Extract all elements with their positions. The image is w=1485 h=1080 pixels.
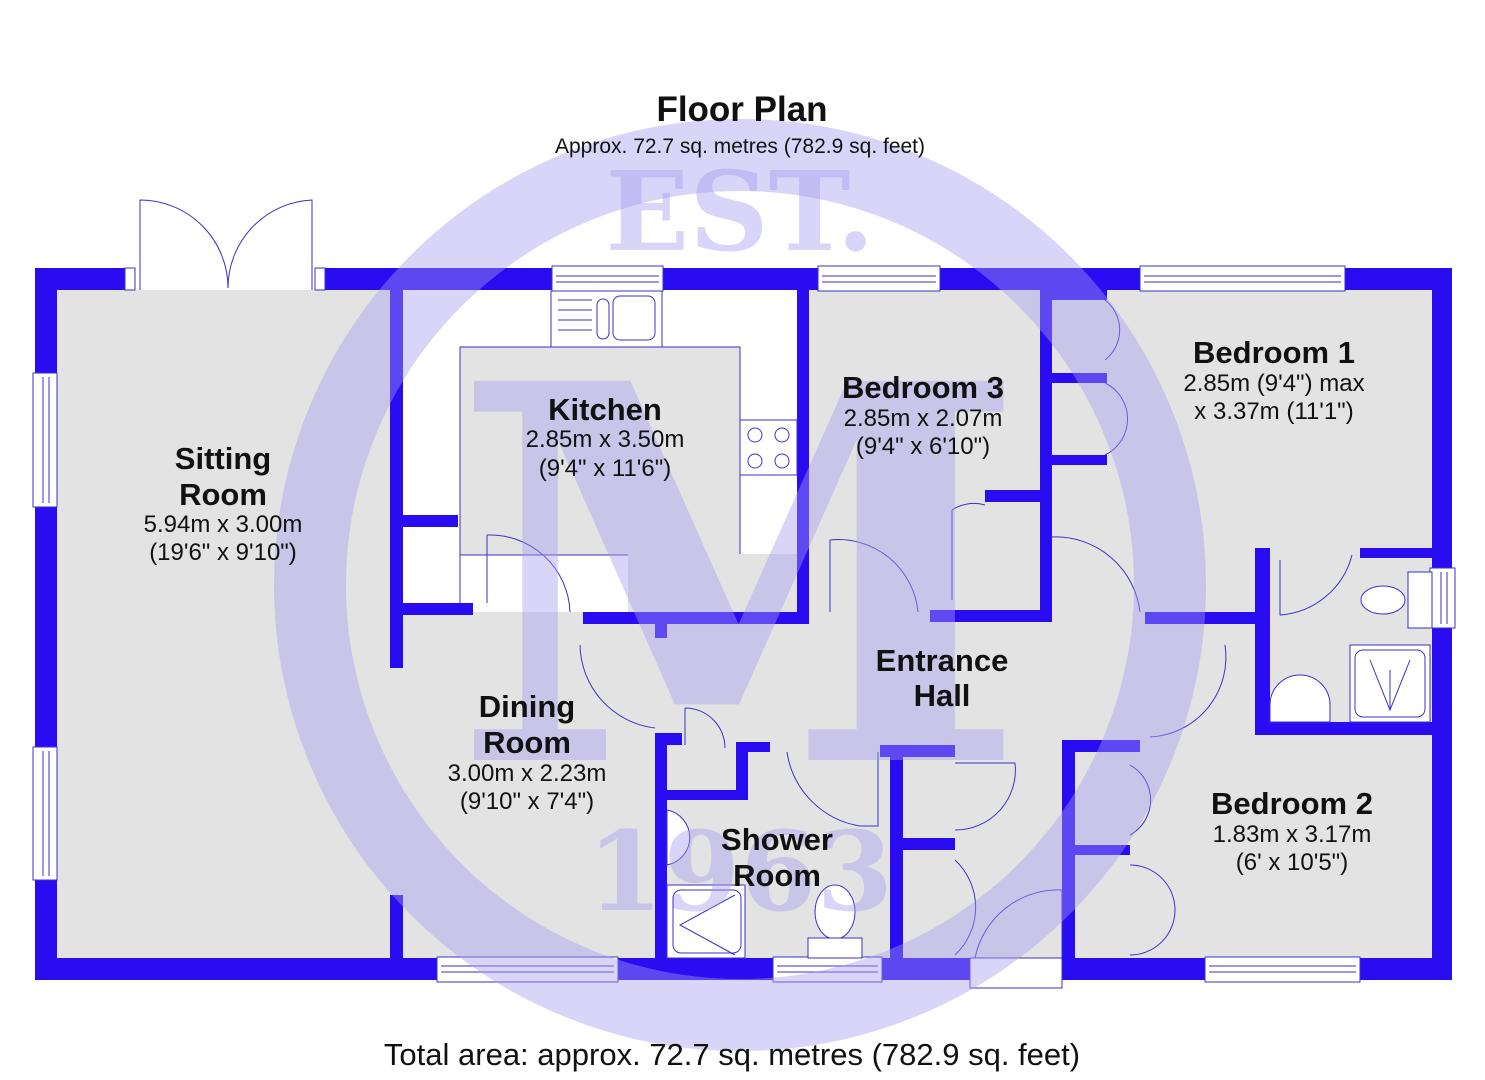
room-name: Sitting <box>175 441 271 476</box>
kitchen-floor-lower <box>628 554 797 612</box>
kitchen-sink-icon <box>550 290 663 348</box>
toilet-icon <box>807 884 863 959</box>
room-label-shower-room: Shower Room <box>721 822 833 893</box>
room-label-sitting-room: Sitting Room 5.94m x 3.00m (19'6" x 9'10… <box>144 441 303 566</box>
room-name: Bedroom 3 <box>842 370 1004 405</box>
room-name: Shower <box>721 822 833 857</box>
door-swings <box>459 299 1353 959</box>
room-dims: (9'4" x 11'6") <box>539 455 671 482</box>
svg-text:EST.: EST. <box>605 147 874 276</box>
interior-walls <box>390 290 1432 960</box>
room-name: Bedroom 2 <box>1211 786 1373 821</box>
shower-tray-icon <box>1349 644 1431 723</box>
room-name: Room <box>179 477 267 512</box>
toilet-icon <box>1360 571 1433 629</box>
watermark-logo: EST. M 1963 <box>274 119 1206 1051</box>
plan-subtitle: Approx. 72.7 sq. metres (782.9 sq. feet) <box>555 135 925 158</box>
room-name: Room <box>733 858 821 893</box>
room-name: Dining <box>479 689 575 724</box>
room-dims: (9'10" x 7'4") <box>460 788 594 815</box>
total-area: Total area: approx. 72.7 sq. metres (782… <box>384 1037 1080 1072</box>
windows <box>32 265 1456 989</box>
room-dims: 5.94m x 3.00m <box>144 511 303 538</box>
plan-title: Floor Plan <box>656 90 827 129</box>
room-dims: 2.85m x 2.07m <box>844 405 1003 432</box>
room-label-bedroom-2: Bedroom 2 1.83m x 3.17m (6' x 10'5") <box>1211 786 1373 876</box>
shower-basin-icon <box>666 809 691 866</box>
room-label-kitchen: Kitchen 2.85m x 3.50m (9'4" x 11'6") <box>526 392 685 482</box>
room-name: Bedroom 1 <box>1193 335 1355 370</box>
room-name: Entrance <box>876 643 1009 678</box>
basin-icon <box>1269 674 1331 723</box>
french-doors <box>124 199 326 291</box>
room-dims: (9'4" x 6'10") <box>856 433 990 460</box>
room-label-bedroom-1: Bedroom 1 2.85m (9'4") max x 3.37m (11'1… <box>1183 335 1364 425</box>
room-dims: 3.00m x 2.23m <box>448 760 607 787</box>
room-dims: 2.85m x 3.50m <box>526 426 685 453</box>
room-dims: 2.85m (9'4") max <box>1183 370 1364 397</box>
room-dims: 1.83m x 3.17m <box>1213 821 1372 848</box>
room-name: Kitchen <box>548 392 662 427</box>
room-dims: x 3.37m (11'1") <box>1194 398 1353 425</box>
room-label-entrance-hall: Entrance Hall <box>876 643 1009 713</box>
room-label-bedroom-3: Bedroom 3 2.85m x 2.07m (9'4" x 6'10") <box>842 370 1004 460</box>
svg-text:1963: 1963 <box>587 807 893 936</box>
room-label-dining-room: Dining Room 3.00m x 2.23m (9'10" x 7'4") <box>448 689 607 815</box>
room-dims: (19'6" x 9'10") <box>149 539 297 566</box>
kitchen-floor <box>459 346 741 556</box>
room-name: Hall <box>914 678 971 713</box>
room-dims: (6' x 10'5") <box>1236 849 1348 876</box>
shower-tray-icon <box>666 884 746 959</box>
hob-icon <box>739 419 798 476</box>
svg-text:M: M <box>452 272 1028 883</box>
room-name: Room <box>483 725 571 760</box>
